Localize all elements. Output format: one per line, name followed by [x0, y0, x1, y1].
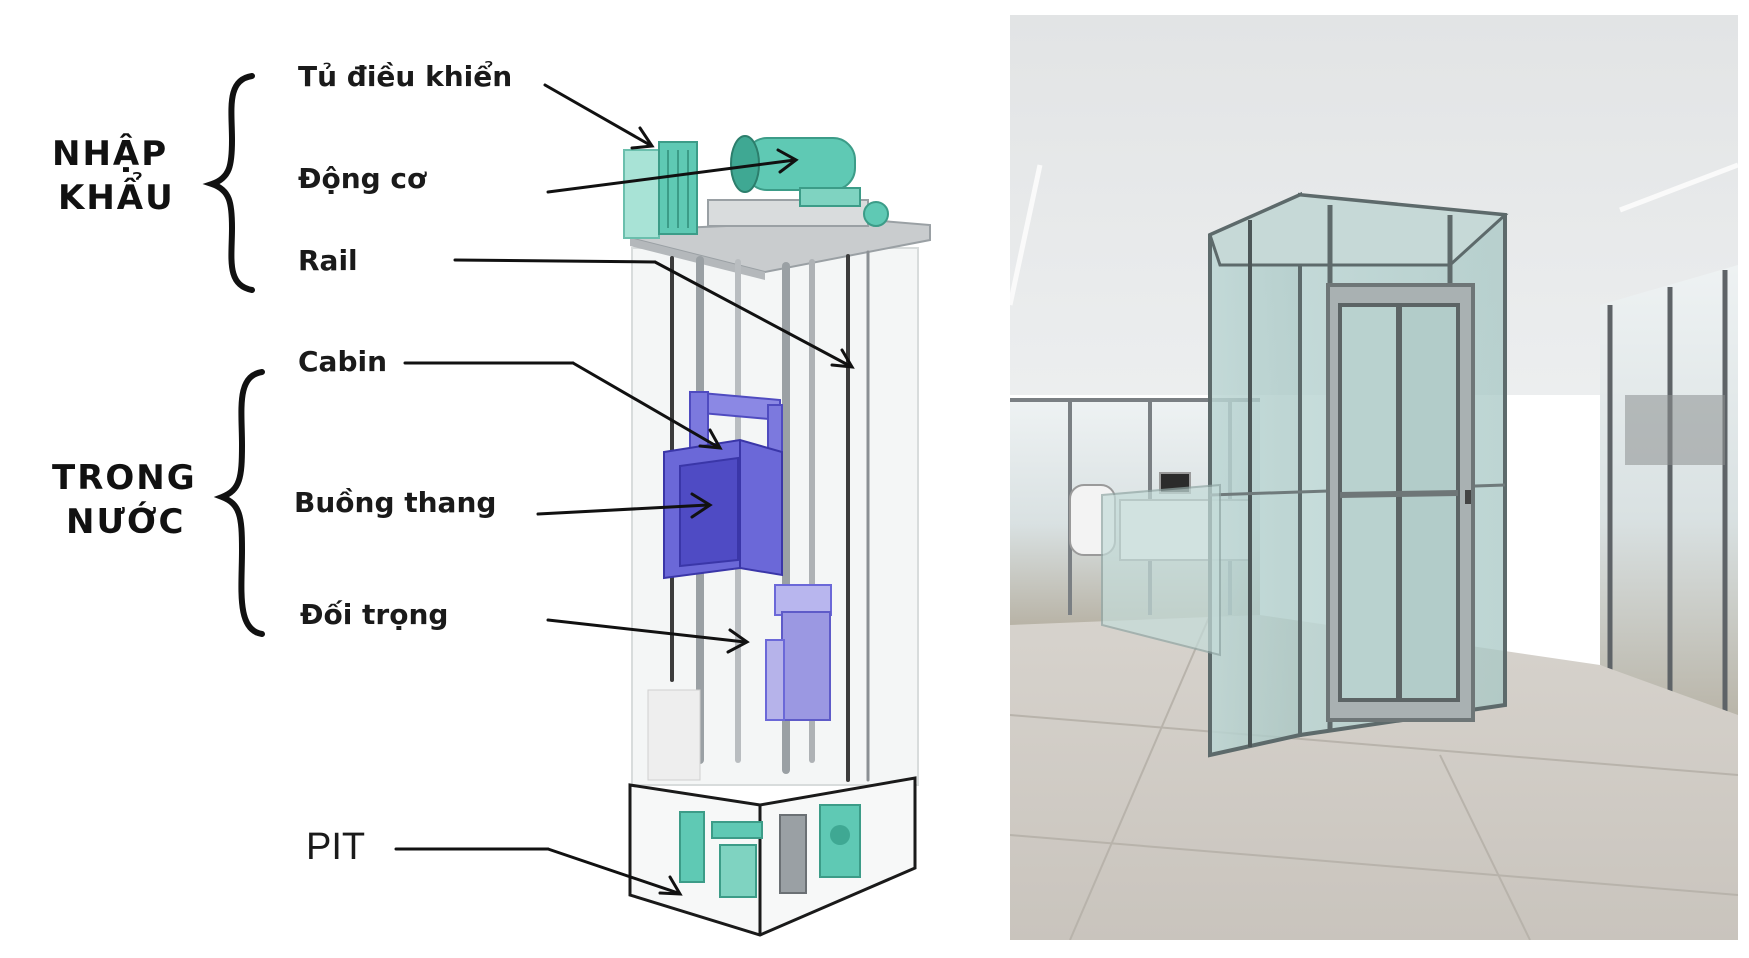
- pit-shape: [628, 689, 917, 937]
- group-label-domestic-line1: TRONG: [52, 458, 197, 498]
- label-pit: PIT: [306, 826, 366, 868]
- group-label-imported-line1: NHẬP: [52, 134, 169, 174]
- control-cabinet-shape: [623, 141, 698, 239]
- car-shape: [663, 438, 783, 580]
- group-label-imported-line2: KHẨU: [58, 178, 175, 218]
- glass-elevator-photo: [1010, 15, 1738, 940]
- label-counterweight: Đối trọng: [300, 598, 449, 631]
- group-label-imported: NHẬP KHẨU: [52, 132, 175, 220]
- label-motor: Động cơ: [298, 162, 427, 195]
- brace-domestic: [213, 369, 265, 637]
- motor-shape: [707, 135, 889, 227]
- label-control-cabinet: Tủ điều khiển: [298, 60, 513, 93]
- brace-imported: [202, 73, 255, 293]
- elevator-diagram: [202, 73, 931, 937]
- leader-arrows: [394, 83, 855, 896]
- group-label-domestic: TRONG NƯỚC: [52, 456, 197, 544]
- counterweight-shape: [765, 584, 832, 721]
- label-rail: Rail: [298, 244, 358, 277]
- cabin-shape: [689, 390, 783, 461]
- elevator-doors: [1326, 283, 1475, 722]
- group-label-domestic-line2: NƯỚC: [66, 502, 186, 542]
- label-cabin: Cabin: [298, 345, 388, 378]
- label-car: Buồng thang: [294, 486, 497, 519]
